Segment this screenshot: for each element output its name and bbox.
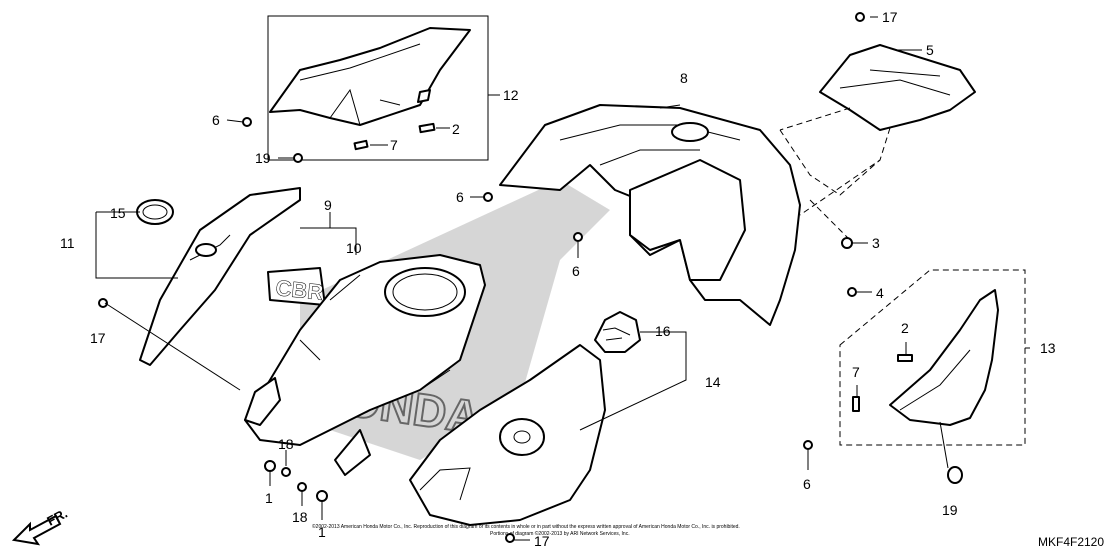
callout-17c: 17 bbox=[534, 533, 550, 549]
part-9-fuel-tank-cover[interactable] bbox=[244, 254, 486, 476]
callout-17b: 17 bbox=[90, 330, 106, 346]
callout-6c: 6 bbox=[572, 263, 580, 279]
callout-3: 3 bbox=[872, 235, 880, 251]
part-14-side-cover-lower[interactable] bbox=[409, 344, 606, 526]
arrow-front-icon bbox=[11, 514, 62, 546]
part-5-meter-bracket[interactable] bbox=[779, 44, 976, 216]
callout-10: 10 bbox=[346, 240, 362, 256]
part-2-clip-small[interactable] bbox=[418, 122, 913, 362]
callout-6d: 6 bbox=[803, 476, 811, 492]
callout-14: 14 bbox=[705, 374, 721, 390]
callout-7a: 7 bbox=[390, 137, 398, 153]
callout-13: 13 bbox=[1040, 340, 1056, 356]
callout-17a: 17 bbox=[882, 9, 898, 25]
callout-1b: 1 bbox=[318, 524, 326, 540]
part-16-wing-emblem[interactable] bbox=[594, 311, 641, 353]
callout-4: 4 bbox=[876, 285, 884, 301]
callout-1a: 1 bbox=[265, 490, 273, 506]
callout-19b: 19 bbox=[942, 502, 958, 518]
callout-11: 11 bbox=[60, 235, 75, 251]
callout-19a: 19 bbox=[255, 150, 271, 166]
cowl-dashed-guide bbox=[779, 129, 881, 241]
callout-15: 15 bbox=[110, 205, 126, 221]
part-10-decal[interactable]: CBR bbox=[267, 267, 326, 306]
part-8-front-cowl[interactable] bbox=[499, 104, 801, 326]
callout-12: 12 bbox=[503, 87, 519, 103]
decal-text: CBR bbox=[274, 275, 324, 305]
callout-2a: 2 bbox=[452, 121, 460, 137]
diagram-code: MKF4F2120 bbox=[1038, 535, 1104, 549]
part-7-pad[interactable] bbox=[353, 139, 860, 412]
copyright-line-1: ©2002-2013 American Honda Motor Co., Inc… bbox=[312, 523, 740, 530]
leader-lines bbox=[95, 16, 1030, 541]
part-13-side-cover-right[interactable] bbox=[839, 269, 1026, 446]
honda-wing-emblem-icon bbox=[594, 311, 641, 353]
callout-6a: 6 bbox=[212, 112, 220, 128]
callout-9: 9 bbox=[324, 197, 332, 213]
callout-18b: 18 bbox=[292, 509, 308, 525]
copyright-line-2: Portions of diagram ©2002-2013 by ARI Ne… bbox=[490, 530, 630, 537]
callout-16: 16 bbox=[655, 323, 671, 339]
callout-6b: 6 bbox=[456, 189, 464, 205]
part-12-upper-cowl-inner[interactable] bbox=[267, 15, 489, 161]
front-direction: FR. bbox=[11, 506, 70, 546]
callout-18a: 18 bbox=[278, 436, 294, 452]
callout-5: 5 bbox=[926, 42, 934, 58]
part-11-side-cover-left[interactable] bbox=[139, 187, 301, 366]
callout-labels: 1 1 2 2 3 4 5 6 6 6 6 7 7 8 9 10 11 12 1… bbox=[60, 9, 1056, 549]
part-15-emblem[interactable] bbox=[136, 199, 174, 225]
callout-8: 8 bbox=[680, 70, 688, 86]
callout-2b: 2 bbox=[901, 320, 909, 336]
callout-7b: 7 bbox=[852, 364, 860, 380]
